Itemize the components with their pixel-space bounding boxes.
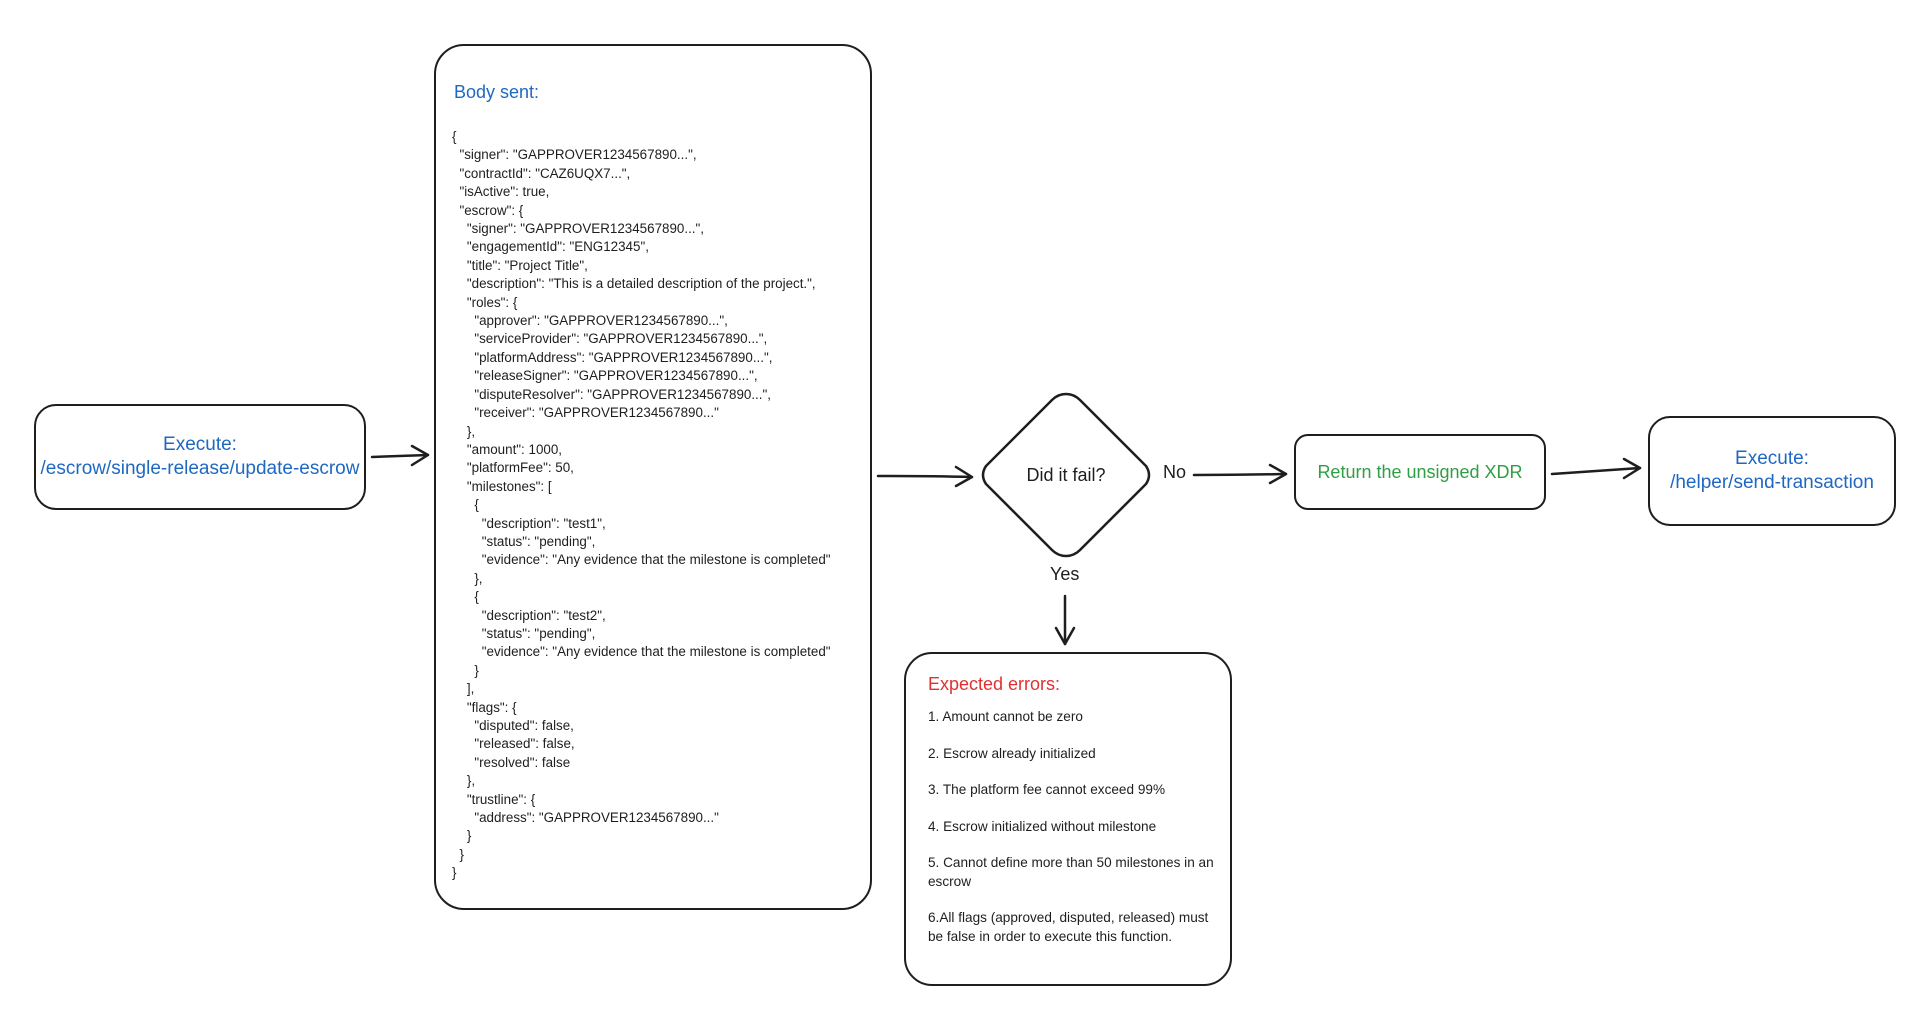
json-line: "amount": 1000, [452, 441, 563, 457]
json-line: "escrow": { [452, 202, 524, 218]
error-item: 4. Escrow initialized without milestone [928, 818, 1157, 834]
json-line: "description": "This is a detailed descr… [452, 276, 816, 292]
execute-update-endpoint: /escrow/single-release/update-escrow [40, 458, 360, 479]
json-line: "engagementId": "ENG12345", [452, 239, 649, 255]
arrow-body-to-decision [876, 465, 974, 488]
expected-errors-node: Expected errors: 1. Amount cannot be zer… [904, 652, 1232, 986]
json-line: { [452, 589, 479, 605]
json-line: "serviceProvider": "GAPPROVER1234567890.… [452, 331, 768, 347]
decision-node: Did it fail? [976, 390, 1156, 560]
json-line: "evidence": "Any evidence that the miles… [452, 552, 831, 568]
json-line: "receiver": "GAPPROVER1234567890..." [452, 405, 719, 421]
json-line: "description": "test1", [452, 515, 606, 531]
error-item: 2. Escrow already initialized [928, 745, 1096, 761]
json-line: ], [452, 681, 475, 697]
error-item: 3. The platform fee cannot exceed 99% [928, 782, 1166, 797]
body-sent-json: { "signer": "GAPPROVER1234567890...", "c… [452, 128, 831, 883]
json-line: "isActive": true, [452, 184, 550, 200]
json-line: } [452, 828, 472, 844]
json-line: "status": "pending", [452, 533, 596, 549]
json-line: }, [452, 423, 476, 439]
return-xdr-label: Return the unsigned XDR [1317, 461, 1523, 482]
json-line: "description": "test2", [452, 607, 606, 623]
arrow-yes-to-errors [1054, 594, 1076, 646]
arrow-no-to-xdr [1192, 463, 1288, 485]
json-line: "signer": "GAPPROVER1234567890...", [452, 147, 697, 163]
body-sent-title: Body sent: [454, 82, 540, 102]
arrow-update-to-body [370, 444, 430, 467]
json-line: "signer": "GAPPROVER1234567890...", [452, 221, 704, 237]
json-line: }, [452, 773, 476, 789]
decision-diamond [981, 392, 1151, 558]
json-line: "releaseSigner": "GAPPROVER1234567890...… [452, 368, 758, 384]
json-line: { [452, 129, 457, 144]
json-line: "platformAddress": "GAPPROVER1234567890.… [452, 349, 773, 365]
error-item: 5. Cannot define more than 50 milestones… [928, 855, 1214, 889]
json-line: "trustline": { [452, 791, 536, 807]
json-line: "address": "GAPPROVER1234567890..." [452, 810, 719, 826]
json-line: "evidence": "Any evidence that the miles… [452, 644, 831, 660]
execute-send-label: Execute: [1735, 448, 1809, 469]
json-line: "released": false, [452, 736, 575, 752]
json-line: "milestones": [ [452, 478, 552, 494]
json-line: "title": "Project Title", [452, 257, 588, 273]
json-line: "resolved": false [452, 754, 571, 770]
execute-send-transaction-node: Execute: /helper/send-transaction [1648, 416, 1896, 526]
json-line: "flags": { [452, 699, 517, 715]
error-item: 1. Amount cannot be zero [928, 709, 1083, 724]
json-line: }, [452, 570, 483, 586]
json-line: "roles": { [452, 294, 518, 310]
json-line: "status": "pending", [452, 625, 596, 641]
json-line: "approver": "GAPPROVER1234567890...", [452, 313, 728, 329]
expected-errors-list: 1. Amount cannot be zero 2. Escrow alrea… [928, 708, 1220, 964]
json-line: } [452, 865, 457, 881]
edge-label-yes: Yes [1050, 564, 1080, 584]
expected-errors-title: Expected errors: [928, 674, 1061, 694]
json-line: } [452, 846, 464, 862]
json-line: "disputeResolver": "GAPPROVER1234567890.… [452, 386, 771, 402]
json-line: { [452, 497, 479, 513]
execute-send-endpoint: /helper/send-transaction [1670, 472, 1874, 493]
return-unsigned-xdr-node: Return the unsigned XDR [1294, 434, 1546, 510]
json-line: "contractId": "CAZ6UQX7...", [452, 165, 631, 181]
json-line: "platformFee": 50, [452, 460, 574, 476]
decision-label: Did it fail? [1026, 464, 1106, 485]
json-line: } [452, 662, 479, 678]
error-item: 6.All flags (approved, disputed, release… [928, 910, 1209, 944]
arrow-xdr-to-send [1550, 457, 1642, 480]
body-sent-node: Body sent: { "signer": "GAPPROVER1234567… [434, 44, 872, 910]
json-line: "disputed": false, [452, 718, 574, 733]
edge-label-no: No [1163, 462, 1187, 482]
execute-update-escrow-node: Execute: /escrow/single-release/update-e… [34, 404, 366, 510]
execute-update-label: Execute: [163, 434, 237, 455]
